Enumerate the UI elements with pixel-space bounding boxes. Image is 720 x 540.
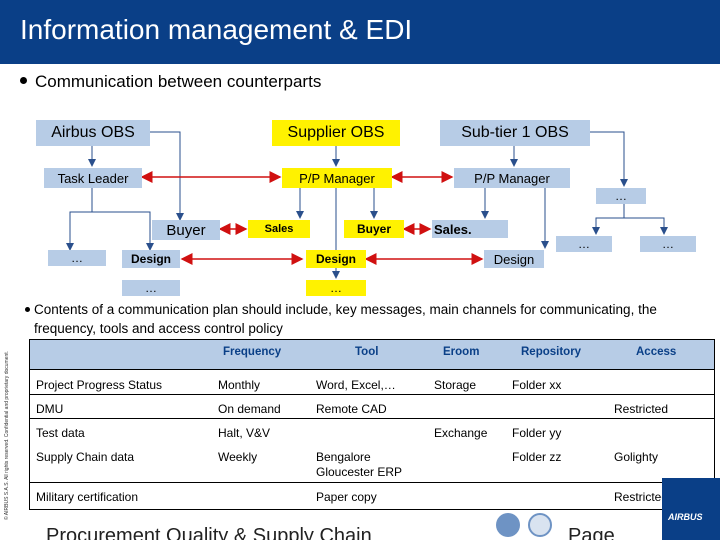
table-cell: Folder zz bbox=[512, 450, 562, 464]
subtier-ellipsis-box: … bbox=[596, 188, 646, 204]
supplier-obs-box: Supplier OBS bbox=[272, 120, 400, 146]
communication-plan-table: Frequency Tool Eroom Repository Access P… bbox=[29, 339, 715, 510]
row-divider bbox=[30, 418, 714, 419]
task-leader-box: Task Leader bbox=[44, 168, 142, 188]
header-repository: Repository bbox=[521, 346, 582, 358]
airbus-logo: AIRBUS bbox=[662, 478, 720, 540]
table-cell: Storage bbox=[434, 378, 477, 392]
table-cell: Supply Chain data bbox=[36, 450, 135, 464]
table-cell: Paper copy bbox=[316, 490, 377, 504]
home-icon[interactable] bbox=[496, 513, 520, 537]
table-cell: Word, Excel,… bbox=[316, 378, 396, 392]
table-cell: Restricted bbox=[614, 402, 669, 416]
bullet-dot bbox=[25, 307, 30, 312]
pp-manager-supplier-box: P/P Manager bbox=[282, 168, 392, 188]
table-cell: On demand bbox=[218, 402, 281, 416]
header-tool: Tool bbox=[355, 346, 379, 358]
sales-subtier-box: Sales. bbox=[432, 220, 508, 238]
design-subtier-box: Design bbox=[484, 250, 544, 268]
subtier-ellipsis-3-box: … bbox=[640, 236, 696, 252]
table-cell: Test data bbox=[36, 426, 85, 440]
header-bar: Information management & EDI bbox=[0, 0, 720, 64]
table-cell: Project Progress Status bbox=[36, 378, 163, 392]
table-cell: Monthly bbox=[218, 378, 261, 392]
table-cell: Restricted bbox=[614, 490, 669, 504]
airbus-logo-text: AIRBUS bbox=[668, 512, 703, 522]
header-eroom: Eroom bbox=[443, 346, 480, 358]
table-cell: Weekly bbox=[218, 450, 258, 464]
design-supplier-box: Design bbox=[306, 250, 366, 268]
header-access: Access bbox=[636, 346, 677, 358]
buyer-supplier-box: Buyer bbox=[344, 220, 404, 238]
sales-supplier-box: Sales bbox=[248, 220, 310, 238]
pp-manager-subtier-box: P/P Manager bbox=[454, 168, 570, 188]
table-cell: Halt, V&V bbox=[218, 426, 271, 440]
buyer-airbus-box: Buyer bbox=[152, 220, 220, 240]
footer-page-label: Page bbox=[568, 525, 615, 540]
table-cell: Bengalore Gloucester ERP bbox=[316, 450, 403, 479]
row-divider bbox=[30, 482, 714, 483]
table-cell: Exchange bbox=[434, 426, 488, 440]
bullet-contents-text: Contents of a communication plan should … bbox=[34, 302, 657, 336]
bullet-dot bbox=[20, 77, 27, 85]
table-cell: DMU bbox=[36, 402, 64, 416]
copyright-side-text: © AIRBUS S.A.S. All rights reserved. Con… bbox=[4, 350, 10, 520]
bullet-contents: Contents of a communication plan should … bbox=[25, 300, 674, 338]
table-cell: Golighty bbox=[614, 450, 659, 464]
subtier-obs-box: Sub-tier 1 OBS bbox=[440, 120, 590, 146]
airbus-obs-box: Airbus OBS bbox=[36, 120, 150, 146]
table-cell: Military certification bbox=[36, 490, 139, 504]
design-ellipsis-box: … bbox=[122, 280, 180, 296]
airbus-ellipsis-box: … bbox=[48, 250, 106, 266]
table-cell: Folder yy bbox=[512, 426, 562, 440]
table-cell: Folder xx bbox=[512, 378, 562, 392]
bullet-text: Communication between counterparts bbox=[35, 72, 322, 91]
header-frequency: Frequency bbox=[223, 346, 282, 358]
supplier-design-ellipsis-box: … bbox=[306, 280, 366, 296]
back-icon[interactable] bbox=[528, 513, 552, 537]
table-cell: Remote CAD bbox=[316, 402, 387, 416]
footer-title: Procurement Quality & Supply Chain bbox=[46, 525, 372, 540]
page-title: Information management & EDI bbox=[20, 14, 413, 45]
row-divider bbox=[30, 394, 714, 395]
subtier-ellipsis-2-box: … bbox=[556, 236, 612, 252]
table-header-row: Frequency Tool Eroom Repository Access bbox=[30, 340, 714, 370]
design-airbus-box: Design bbox=[122, 250, 180, 268]
bullet-communication: Communication between counterparts bbox=[20, 72, 321, 92]
